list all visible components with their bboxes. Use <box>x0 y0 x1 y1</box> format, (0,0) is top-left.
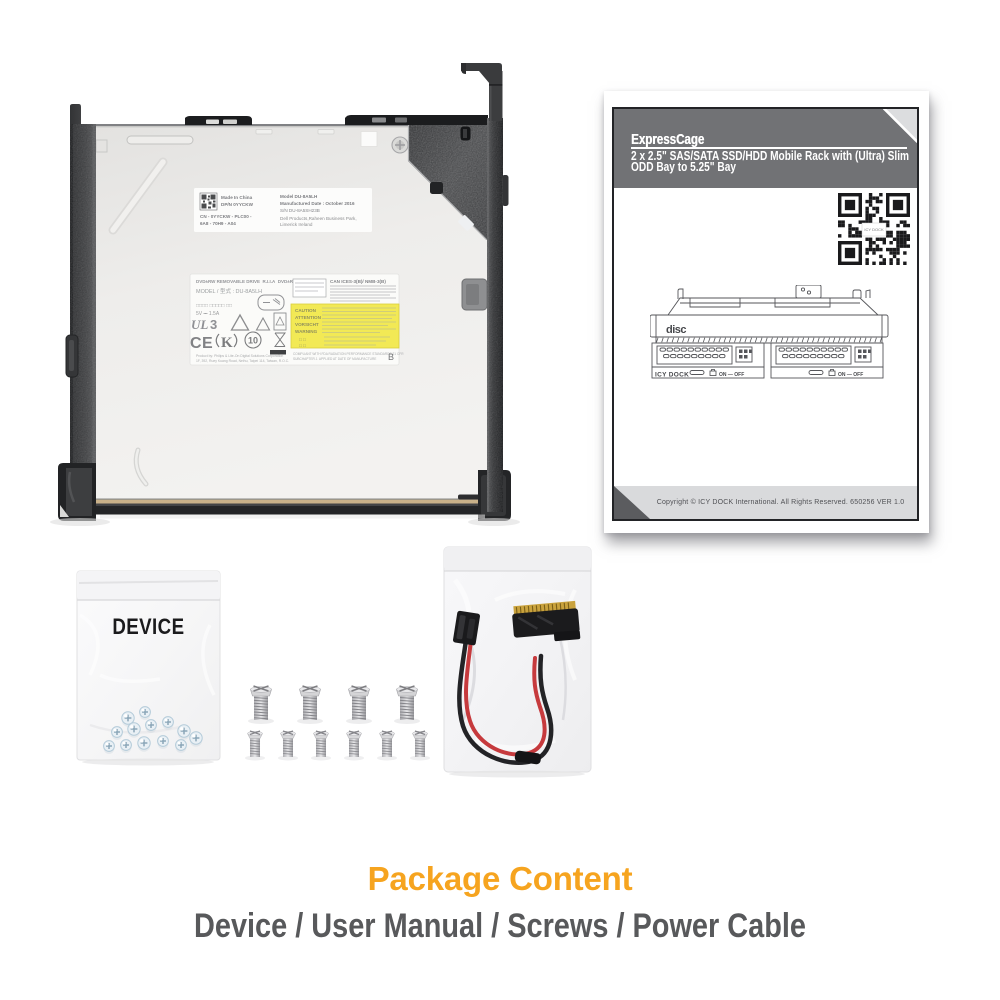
svg-text:WARNING: WARNING <box>295 329 318 334</box>
svg-text:CN - 0YYCKW - PLC00 -: CN - 0YYCKW - PLC00 - <box>200 214 252 219</box>
svg-text:ATTENTION: ATTENTION <box>295 315 322 320</box>
svg-text:ICY DOCK: ICY DOCK <box>864 227 884 232</box>
svg-text:CAN ICES-3(B)/ NMB-3(B): CAN ICES-3(B)/ NMB-3(B) <box>330 279 386 284</box>
svg-text:5V ⎓ 1.5A: 5V ⎓ 1.5A <box>196 311 220 317</box>
svg-text:ON ― OFF: ON ― OFF <box>838 372 863 378</box>
svg-text:CE: CE <box>190 335 213 352</box>
svg-text:Product by: Philips & Lite-On: Product by: Philips & Lite-On Digital So… <box>196 354 283 358</box>
svg-text:MODEL / 型式 : DU-8A5LH: MODEL / 型式 : DU-8A5LH <box>196 287 262 295</box>
svg-text:UL: UL <box>191 317 208 332</box>
svg-text:□□□□ □□□□□ □□: □□□□ □□□□□ □□ <box>196 303 232 309</box>
svg-text:ON ― OFF: ON ― OFF <box>719 372 744 378</box>
svg-text:6A8 - 70H9 - A04: 6A8 - 70H9 - A04 <box>200 221 236 226</box>
svg-text:ICY DOCK: ICY DOCK <box>655 372 689 379</box>
svg-text:Dell Products,Raheen Business: Dell Products,Raheen Business Park, <box>280 216 357 221</box>
svg-text:□ □: □ □ <box>299 337 306 342</box>
svg-text:VORSICHT: VORSICHT <box>295 322 319 327</box>
svg-text:S/N DU-8A5SH23B: S/N DU-8A5SH23B <box>280 208 320 213</box>
svg-text:COMPLIANT WITH FDA RADIATION P: COMPLIANT WITH FDA RADIATION PERFORMANCE… <box>293 352 404 356</box>
svg-text:DEVICE: DEVICE <box>112 616 184 640</box>
svg-text:SUBCHAPTER J. APPLIED AT DATE: SUBCHAPTER J. APPLIED AT DATE OF MANUFAC… <box>293 357 376 361</box>
svg-text:Limerick Ireland: Limerick Ireland <box>280 222 313 227</box>
svg-text:K: K <box>221 335 233 351</box>
svg-text:DVD±RW REMOVABLE DRIVE R.I.I.: DVD±RW REMOVABLE DRIVE R.I.I.A DVD±R <box>196 279 294 284</box>
svg-text:10: 10 <box>248 336 258 346</box>
svg-text:1F, 392, Ruey Kuang Road, Neih: 1F, 392, Ruey Kuang Road, Neihu, Taipei … <box>196 359 289 363</box>
svg-text:3: 3 <box>210 317 217 332</box>
svg-text:Model DU-8A5LH: Model DU-8A5LH <box>280 194 318 199</box>
svg-text:CAUTION: CAUTION <box>295 308 317 313</box>
svg-text:disc: disc <box>666 324 686 336</box>
svg-text:□ □: □ □ <box>299 343 306 348</box>
svg-text:Made In China: Made In China <box>221 195 253 200</box>
svg-text:B: B <box>388 352 394 362</box>
svg-text:Manufactured Date : October 20: Manufactured Date : October 2016 <box>280 201 355 206</box>
svg-text:DP/N 0YYCKW: DP/N 0YYCKW <box>221 202 254 207</box>
